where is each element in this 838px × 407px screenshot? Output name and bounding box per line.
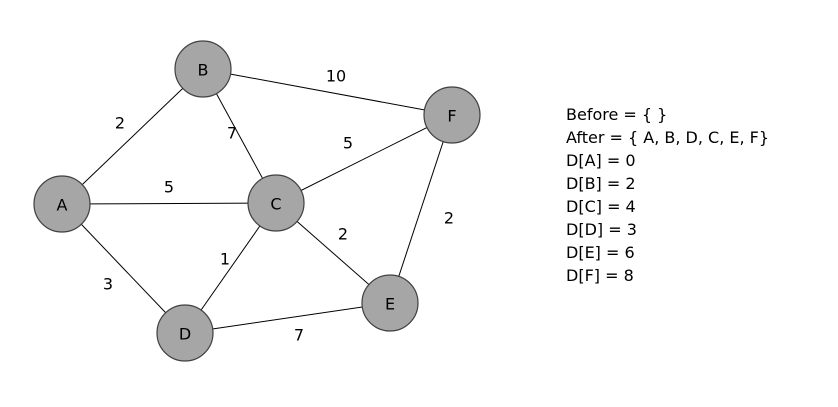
distance-f: D[F] = 8 [566, 266, 634, 285]
after-set: After = { A, B, D, C, E, F} [566, 128, 770, 147]
node-label-e: E [385, 295, 395, 314]
edge-c-f [275, 114, 453, 204]
nodes-layer: A B C D E F [33, 40, 481, 362]
algorithm-state-panel: Before = { } After = { A, B, D, C, E, F}… [566, 103, 769, 287]
node-c: C [247, 174, 305, 232]
edge-weight-e-f: 2 [444, 209, 454, 228]
edge-weight-a-d: 3 [103, 275, 113, 294]
distance-b: D[B] = 2 [566, 174, 636, 193]
node-circle-f [423, 86, 481, 144]
edge-a-d [61, 203, 186, 334]
node-circle-e [361, 274, 419, 332]
edge-a-c [61, 202, 277, 205]
before-set: Before = { } [566, 105, 668, 124]
node-e: E [361, 274, 419, 332]
distance-a: D[A] = 0 [566, 151, 636, 170]
node-circle-a [33, 175, 91, 233]
edge-weight-b-f: 10 [326, 67, 346, 86]
edge-b-f [202, 68, 453, 116]
edge-weight-c-d: 1 [220, 250, 230, 269]
node-label-d: D [179, 325, 191, 344]
node-label-c: C [270, 195, 281, 214]
node-label-a: A [57, 196, 68, 215]
edge-weight-c-f: 5 [343, 134, 353, 153]
edge-weight-a-c: 5 [164, 178, 174, 197]
node-label-b: B [198, 61, 209, 80]
edge-e-f [389, 114, 453, 304]
node-circle-b [174, 40, 232, 98]
distance-c: D[C] = 4 [566, 197, 636, 216]
edge-weight-c-e: 2 [338, 225, 348, 244]
edge-a-b [61, 68, 204, 205]
distance-d: D[D] = 3 [566, 220, 637, 239]
node-circle-d [156, 304, 214, 362]
edge-weight-d-e: 7 [294, 326, 304, 345]
edge-weight-a-b: 2 [115, 114, 125, 133]
node-label-f: F [447, 107, 456, 126]
node-f: F [423, 86, 481, 144]
node-a: A [33, 175, 91, 233]
node-d: D [156, 304, 214, 362]
distance-e: D[E] = 6 [566, 243, 635, 262]
node-b: B [174, 40, 232, 98]
node-circle-c [247, 174, 305, 232]
edge-weight-b-c: 7 [227, 124, 237, 143]
edge-d-e [184, 302, 391, 334]
